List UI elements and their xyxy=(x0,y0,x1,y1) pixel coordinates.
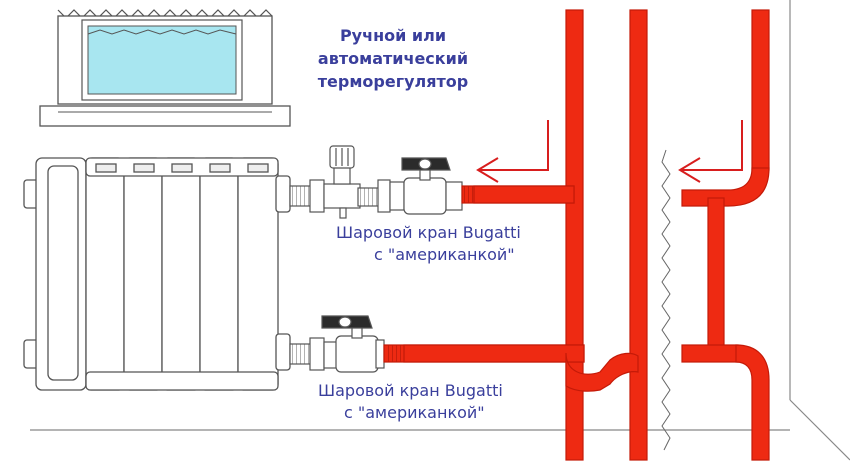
ball-valve-icon xyxy=(377,157,463,215)
break-line xyxy=(661,149,671,451)
thermostat-valve-icon xyxy=(289,145,381,219)
thermostat-label-line1: Ручной или xyxy=(339,26,447,45)
ball-valve-icon xyxy=(289,315,385,373)
top-valve-label: Шаровой кран Bugatti с "американкой" xyxy=(336,222,521,266)
thermostat-label: Ручной или автоматический терморегулятор xyxy=(303,24,483,93)
wall-lines xyxy=(30,0,850,461)
bottom-valve-label: Шаровой кран Bugatti с "американкой" xyxy=(318,380,503,424)
thermostat-label-line2: автоматический xyxy=(317,49,469,68)
top-valve-label-line1: Шаровой кран Bugatti xyxy=(336,223,521,242)
top-valve-label-line2: с "американкой" xyxy=(374,245,515,264)
radiator-icon xyxy=(23,157,291,391)
bottom-valve-label-line1: Шаровой кран Bugatti xyxy=(318,381,503,400)
thermostat-label-line3: терморегулятор xyxy=(317,72,469,91)
window-icon xyxy=(39,9,291,127)
supply-pipes xyxy=(383,9,648,461)
bottom-valve-label-line2: с "американкой" xyxy=(344,403,485,422)
bypass-pipes xyxy=(681,9,770,461)
flow-arrow-icon xyxy=(476,120,743,183)
